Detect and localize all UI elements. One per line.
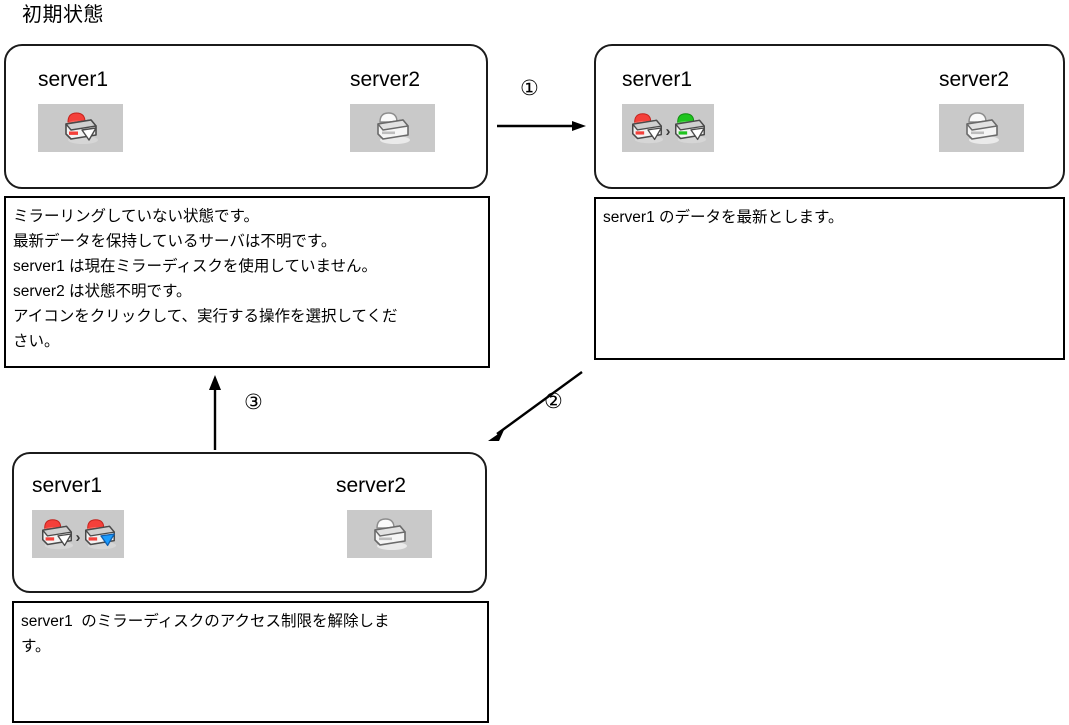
- initial-server2-label: server2: [350, 68, 421, 91]
- disk-red-white-marker-icon: [628, 109, 666, 147]
- latest-data-description-box: server1 のデータを最新とします。: [594, 197, 1065, 360]
- arrow-step-1: ①: [496, 78, 588, 148]
- step2-server2-icon-swatch[interactable]: [347, 510, 432, 558]
- step1-server2-icon-swatch[interactable]: [939, 104, 1024, 152]
- disk-green-white-marker-icon: [671, 109, 709, 147]
- step2-icon-separator: ›: [75, 528, 81, 546]
- disk-grey-unknown-icon: [373, 108, 413, 148]
- arrow-step-3: ③: [196, 374, 296, 452]
- disk-grey-unknown-icon: [962, 108, 1002, 148]
- initial-state-description-box: ミラーリングしていない状態です。 最新データを保持しているサーバは不明です。 s…: [4, 196, 490, 368]
- initial-server1-label: server1: [38, 68, 109, 91]
- step1-icon-separator: ›: [665, 122, 671, 140]
- disk-grey-unknown-icon: [370, 514, 410, 554]
- step1-server1-icon-swatch[interactable]: ›: [622, 104, 714, 152]
- arrow-step-1-label: ①: [520, 77, 539, 100]
- access-restriction-panel: server1 ›: [12, 452, 487, 593]
- arrow-step-1-line: [497, 121, 586, 131]
- initial-server1-icon-swatch[interactable]: [38, 104, 123, 152]
- disk-red-white-marker-icon: [61, 108, 101, 148]
- page-title: 初期状態: [22, 4, 104, 26]
- step2-server2-label: server2: [336, 474, 407, 497]
- arrow-step-2: ②: [478, 368, 608, 446]
- access-restriction-description-text: server1 のミラーディスクのアクセス制限を解除しま す。: [21, 613, 390, 655]
- latest-data-panel: server1 ›: [594, 44, 1065, 189]
- step1-server1-label: server1: [622, 68, 693, 91]
- arrow-step-3-label: ③: [244, 391, 263, 414]
- initial-state-panel: server1 server2: [4, 44, 488, 189]
- arrow-step-2-line: [488, 371, 583, 441]
- disk-red-blue-marker-icon: [81, 515, 119, 553]
- initial-server2-icon-swatch[interactable]: [350, 104, 435, 152]
- step2-server1-label: server1: [32, 474, 103, 497]
- step2-server1-icon-swatch[interactable]: ›: [32, 510, 124, 558]
- initial-state-description-text: ミラーリングしていない状態です。 最新データを保持しているサーバは不明です。 s…: [13, 208, 398, 350]
- arrow-step-3-line: [209, 375, 221, 450]
- disk-red-white-marker-icon: [38, 515, 76, 553]
- latest-data-description-text: server1 のデータを最新とします。: [603, 209, 844, 226]
- access-restriction-description-box: server1 のミラーディスクのアクセス制限を解除しま す。: [12, 601, 489, 723]
- step1-server2-label: server2: [939, 68, 1010, 91]
